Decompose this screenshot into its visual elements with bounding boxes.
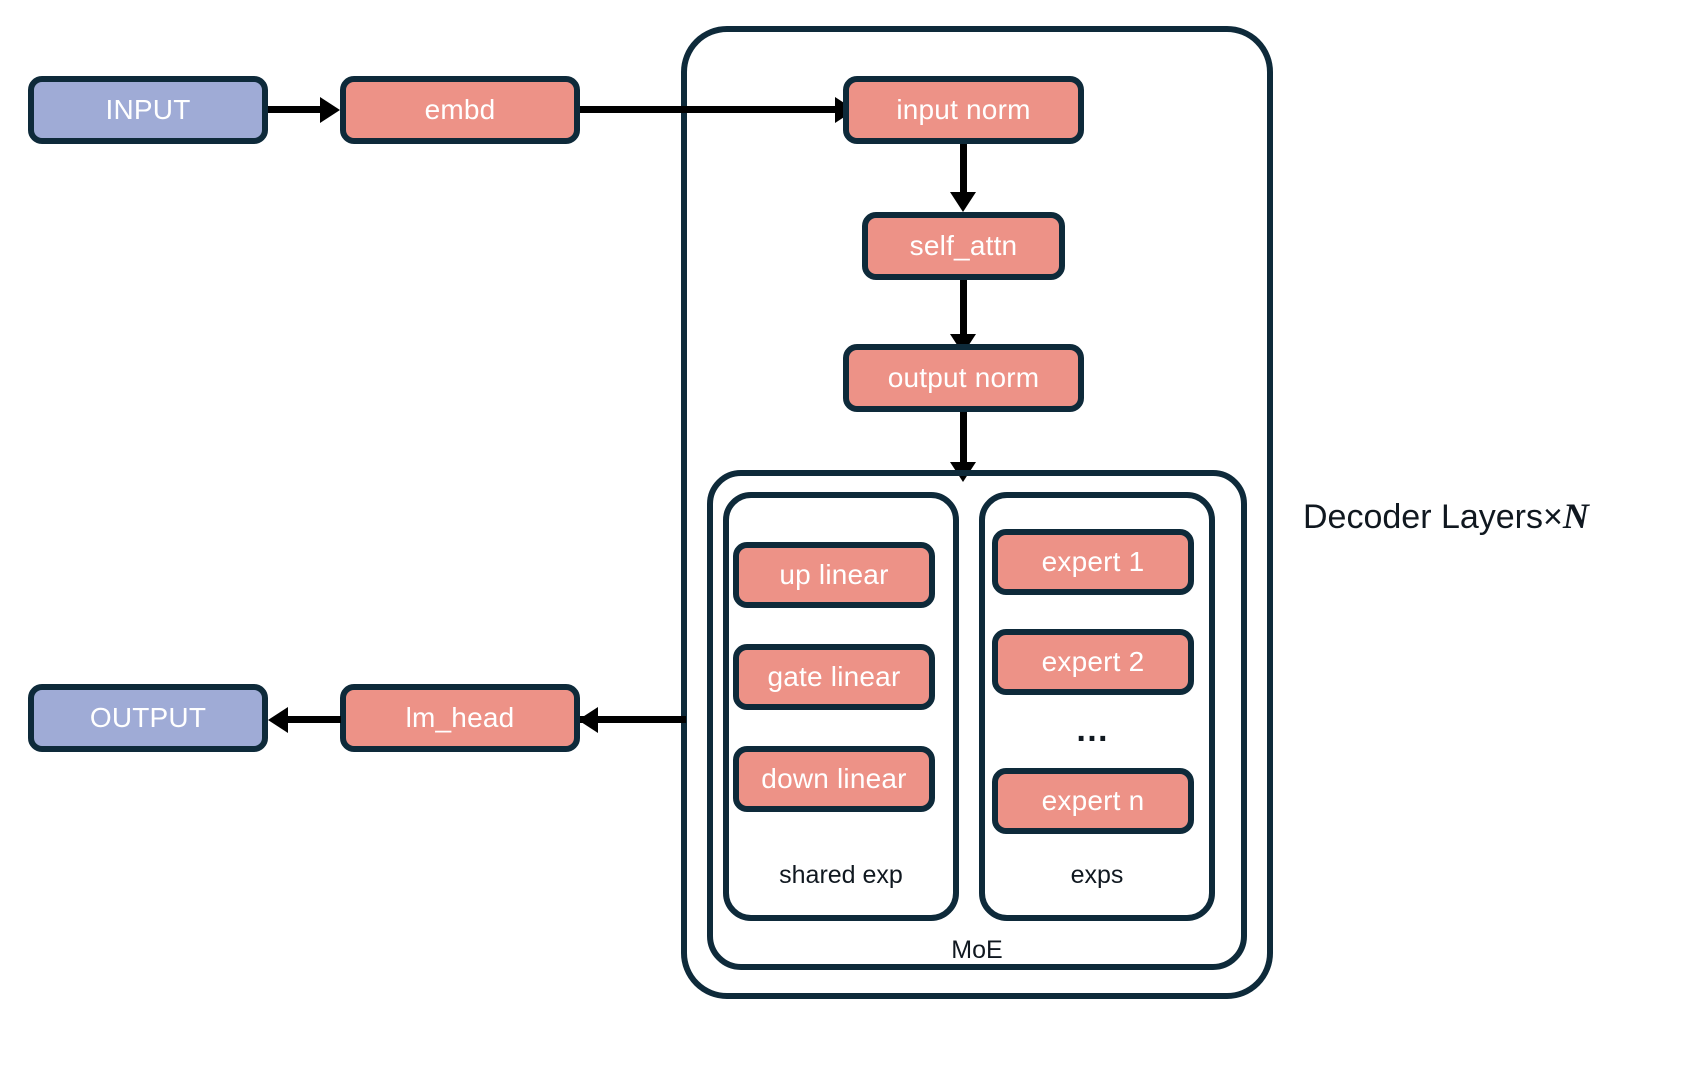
node-output-norm[interactable]: output norm [843,344,1084,412]
decoder-layers-container [681,26,1273,999]
edge-input-norm-to-self-attn [960,144,967,200]
arrowhead-input-to-embd [320,97,340,123]
shared-expert-container [723,492,959,921]
node-embd[interactable]: embd [340,76,580,144]
shared-expert-label: shared exp [779,861,903,889]
node-expert-1[interactable]: expert 1 [992,529,1194,595]
node-gate-linear-label: gate linear [767,661,901,692]
node-expert-n[interactable]: expert n [992,768,1194,834]
node-expert-n-label: expert n [1041,785,1145,816]
node-gate-linear[interactable]: gate linear [733,644,935,710]
node-input-norm[interactable]: input norm [843,76,1084,144]
arrowhead-input-norm-to-self-attn [950,192,976,212]
edge-input-to-embd [268,106,322,113]
experts-ellipsis: … [1075,711,1111,749]
node-down-linear-label: down linear [761,763,907,794]
edge-output-norm-to-moe [960,412,967,470]
node-up-linear-label: up linear [779,559,889,590]
node-expert-2-label: expert 2 [1041,646,1145,677]
node-lm-head[interactable]: lm_head [340,684,580,752]
arrowhead-decoder-to-lm-head [578,707,598,733]
edge-decoder-to-lm-head [580,716,686,723]
node-output-label: OUTPUT [89,702,207,733]
node-self-attn-label: self_attn [909,230,1018,261]
experts-label: exps [1070,861,1124,889]
node-input-norm-label: input norm [896,94,1031,125]
node-self-attn[interactable]: self_attn [862,212,1065,280]
moe-container [707,470,1247,970]
node-down-linear[interactable]: down linear [733,746,935,812]
experts-container [979,492,1215,921]
node-embd-label: embd [424,94,496,125]
edge-embd-to-input-norm [580,106,838,113]
caption-variable: N [1562,496,1589,536]
caption-text: Decoder Layers× [1303,498,1563,536]
edge-self-attn-to-output-norm [960,280,967,342]
edge-lm-head-to-output [285,716,341,723]
node-output-norm-label: output norm [887,362,1040,393]
node-input[interactable]: INPUT [28,76,268,144]
arrowhead-lm-head-to-output [268,707,288,733]
node-expert-1-label: expert 1 [1041,546,1145,577]
node-expert-2[interactable]: expert 2 [992,629,1194,695]
node-output[interactable]: OUTPUT [28,684,268,752]
node-input-label: INPUT [105,94,191,125]
node-up-linear[interactable]: up linear [733,542,935,608]
node-lm-head-label: lm_head [405,702,515,733]
moe-label: MoE [951,936,1003,964]
decoder-layers-caption: Decoder Layers×N [1303,498,1589,534]
